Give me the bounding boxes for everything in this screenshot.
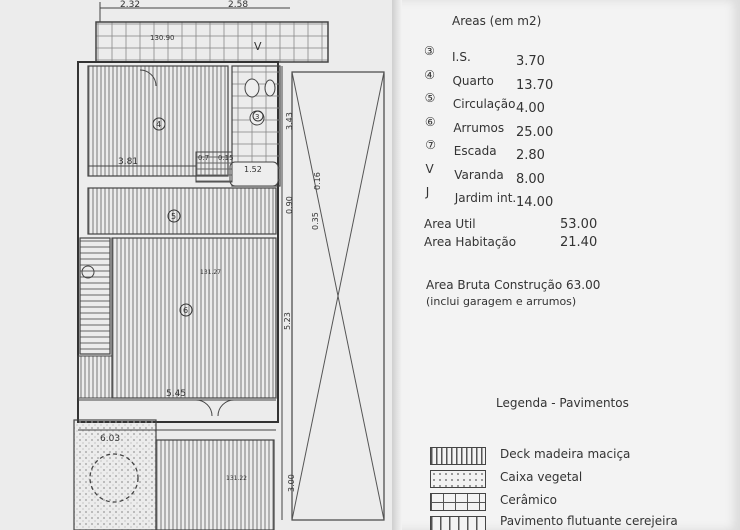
plan-outline xyxy=(77,61,279,423)
area-row-value: 2.80 xyxy=(516,148,545,163)
dim-035: 0.35 xyxy=(311,212,320,230)
stair-arrow-marker xyxy=(81,265,95,279)
dim-381: 3.81 xyxy=(118,157,138,167)
room-marker-3 xyxy=(252,110,264,122)
room-num-3: 3 xyxy=(255,113,259,121)
dim-545: 5.45 xyxy=(166,389,186,399)
small-stair xyxy=(195,151,233,183)
main-stair xyxy=(79,237,111,355)
garage-strip xyxy=(291,71,385,521)
area-row-value: 14.00 xyxy=(516,195,554,210)
area-row-value: 13.70 xyxy=(516,77,554,93)
area-row-symbol: J xyxy=(425,185,430,199)
room-circulacao xyxy=(87,187,277,235)
garage-cross-b xyxy=(291,71,385,521)
area-habitacao-value: 21.40 xyxy=(560,235,598,250)
area-top: 130.90 xyxy=(150,34,175,42)
area-row-symbol: ④ xyxy=(424,67,436,82)
varanda-tiles xyxy=(95,21,329,63)
area-row-value: 8.00 xyxy=(516,171,545,187)
area-row-label: Circulação xyxy=(452,97,516,111)
door-arc-quarto xyxy=(139,69,157,87)
bidet-symbol xyxy=(264,79,276,97)
area-bruta-line: Area Bruta Construção 63.00 xyxy=(426,278,601,292)
area-row-label: I.S. xyxy=(452,50,471,64)
room-marker-4 xyxy=(152,117,166,131)
legend-sheet xyxy=(395,0,740,530)
dim-152: 1.52 xyxy=(244,165,262,174)
dim-523: 5.23 xyxy=(283,312,292,330)
dim-07: 0.7 xyxy=(198,154,209,162)
area-util-value: 53.00 xyxy=(560,217,598,232)
area-row-symbol: ⑥ xyxy=(424,114,436,129)
legend-label-flutuante: Pavimento flutuante cerejeira xyxy=(500,514,678,528)
area-row-symbol: V xyxy=(425,161,434,176)
area-row-label: Arrumos xyxy=(453,120,505,135)
dim-top-mid: 2.58 xyxy=(228,0,248,10)
area-row-label: Varanda xyxy=(454,167,504,182)
room-num-5: 5 xyxy=(171,212,176,221)
arrumos-extension xyxy=(77,355,113,399)
area-row-value: 4.00 xyxy=(516,101,545,116)
dim-top-left: 2.32 xyxy=(120,0,140,10)
area-bruta-note: (inclui garagem e arrumos) xyxy=(426,295,577,308)
room-arrumos xyxy=(111,237,277,399)
area-row-label: Jardim int. xyxy=(454,191,517,205)
page-fold xyxy=(392,0,402,530)
area-row-label: Escada xyxy=(453,144,497,158)
door-arc-right xyxy=(217,399,235,417)
area-row-value: 25.00 xyxy=(516,124,554,140)
dim-090: 0.90 xyxy=(285,196,294,214)
legend-swatch-ceramico xyxy=(430,493,486,511)
floor-plan-drawing: 2.32 2.58 130.90 V 3.81 0.7 0.15 1.52 3.… xyxy=(73,0,385,530)
dim-016: 0.16 xyxy=(313,172,322,190)
area-row-symbol: ⑤ xyxy=(424,91,436,105)
legend-label-ceramico: Cerâmico xyxy=(500,493,558,507)
area-row-symbol: ⑦ xyxy=(425,138,436,152)
room-num-6: 6 xyxy=(183,306,188,315)
areas-title: Areas (em m2) xyxy=(452,14,542,28)
tree-symbol xyxy=(89,453,139,503)
area-habitacao-label: Area Habitação xyxy=(424,235,517,249)
dim-603: 6.03 xyxy=(100,434,120,444)
dim-343: 3.43 xyxy=(285,112,294,130)
legend-swatch-deck xyxy=(430,447,486,465)
legend-label-vegetal: Caixa vegetal xyxy=(500,470,583,484)
room-num-4: 4 xyxy=(156,120,161,129)
room-marker-6 xyxy=(179,303,193,317)
door-arc-left xyxy=(195,399,213,417)
legend-title: Legenda - Pavimentos xyxy=(496,396,629,410)
room-marker-5 xyxy=(167,209,181,223)
room-label-v: V xyxy=(254,40,262,53)
legend-swatch-flutuante xyxy=(430,516,486,530)
legend-swatch-vegetal xyxy=(430,470,486,488)
dim-300: 3.00 xyxy=(287,474,296,492)
area-row-label: Quarto xyxy=(452,73,494,88)
area-row-symbol: ③ xyxy=(424,44,435,58)
area-util-label: Area Util xyxy=(424,217,476,231)
dim-015: 0.15 xyxy=(218,154,234,162)
area-bottom: 131.22 xyxy=(226,475,247,482)
area-row-value: 3.70 xyxy=(516,54,545,69)
toilet-symbol xyxy=(244,78,260,98)
legend-label-deck: Deck madeira maciça xyxy=(500,447,631,461)
area-mid: 131.27 xyxy=(200,269,221,276)
deck-area xyxy=(155,439,275,530)
